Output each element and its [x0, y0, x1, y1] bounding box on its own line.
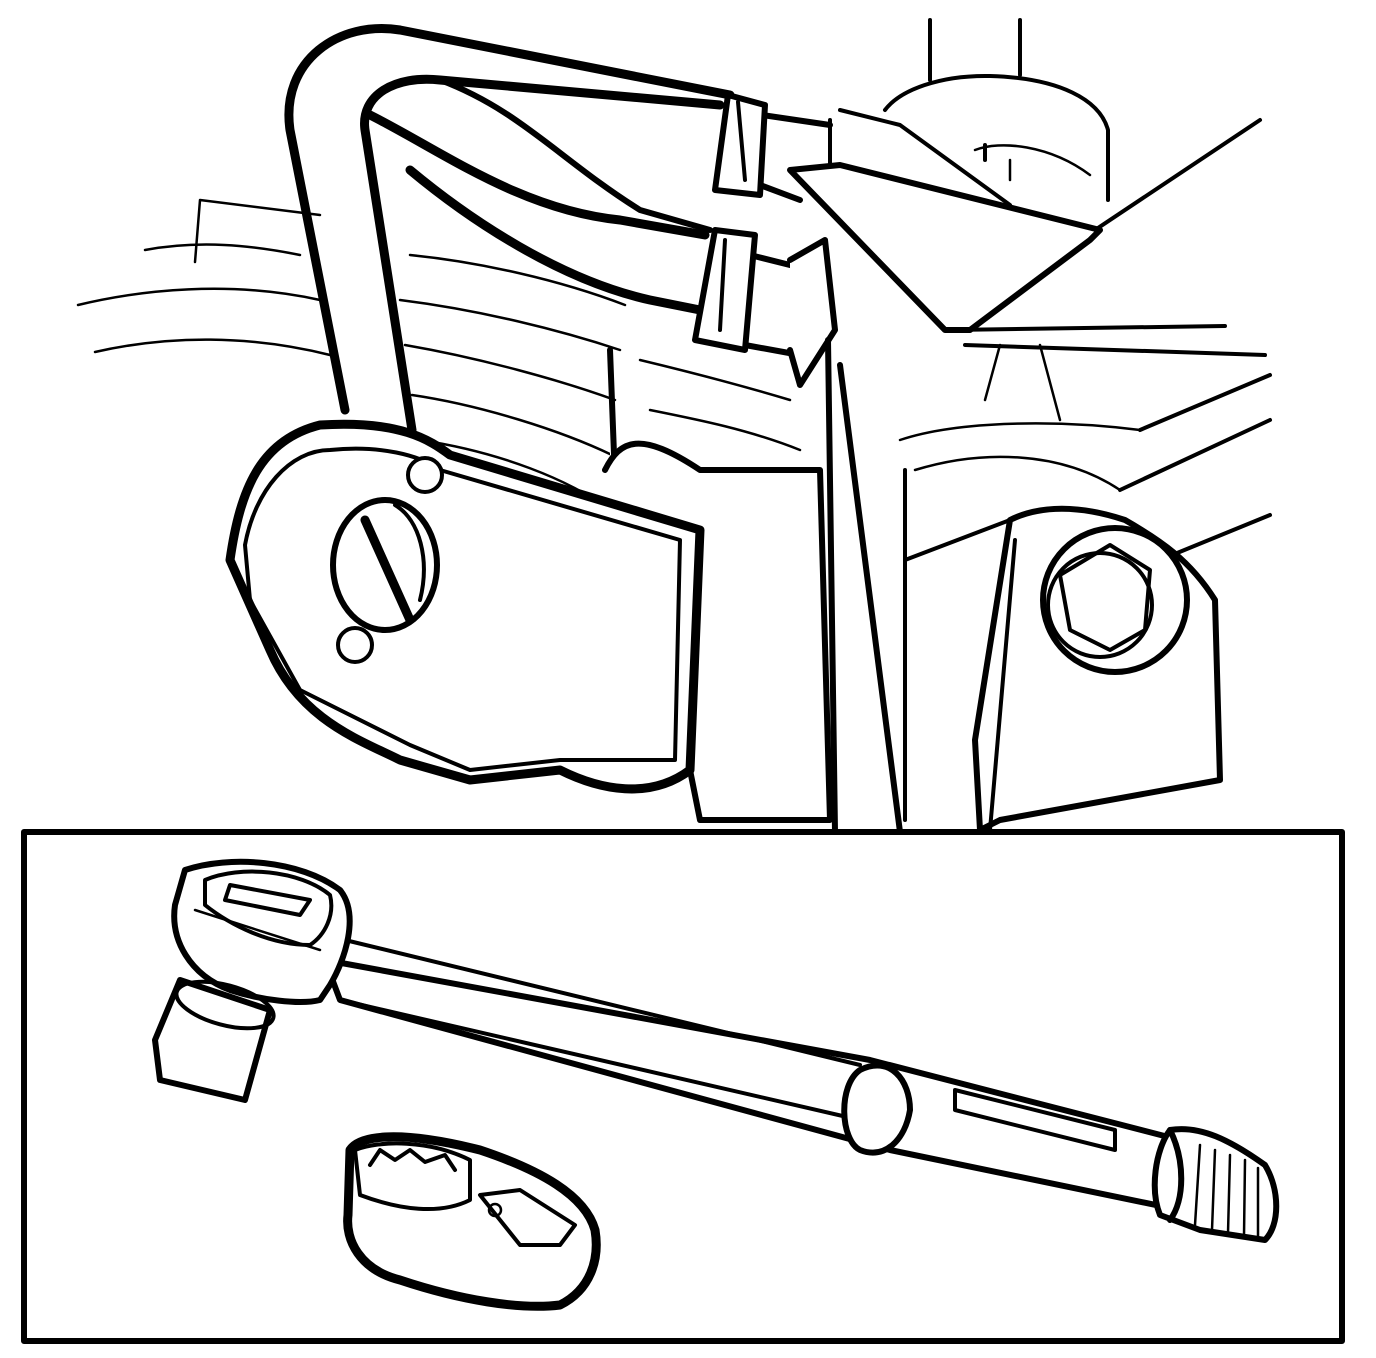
fluid-pipe-outer — [284, 24, 735, 415]
engine-scene — [76, 18, 1272, 835]
tool-inset — [21, 829, 1345, 1344]
pump-bolt — [1040, 525, 1190, 675]
frame-rails — [898, 118, 1272, 562]
crowfoot-adapter — [343, 1132, 601, 1311]
flange-hole-upper — [406, 456, 444, 494]
pipe-clip-lower — [692, 227, 758, 353]
pipe-clip-upper — [712, 92, 768, 198]
cylinder-housing — [883, 18, 1110, 202]
bracket-plate — [787, 162, 1103, 333]
pipe-fitting — [787, 237, 838, 388]
torque-wrench — [152, 858, 1280, 1243]
callout-leader-left — [825, 337, 838, 835]
fluid-pipe-inner — [365, 110, 710, 240]
callout-leader-right — [837, 362, 903, 835]
flare-nut-union — [330, 497, 440, 633]
flange-hole-lower — [336, 626, 374, 664]
